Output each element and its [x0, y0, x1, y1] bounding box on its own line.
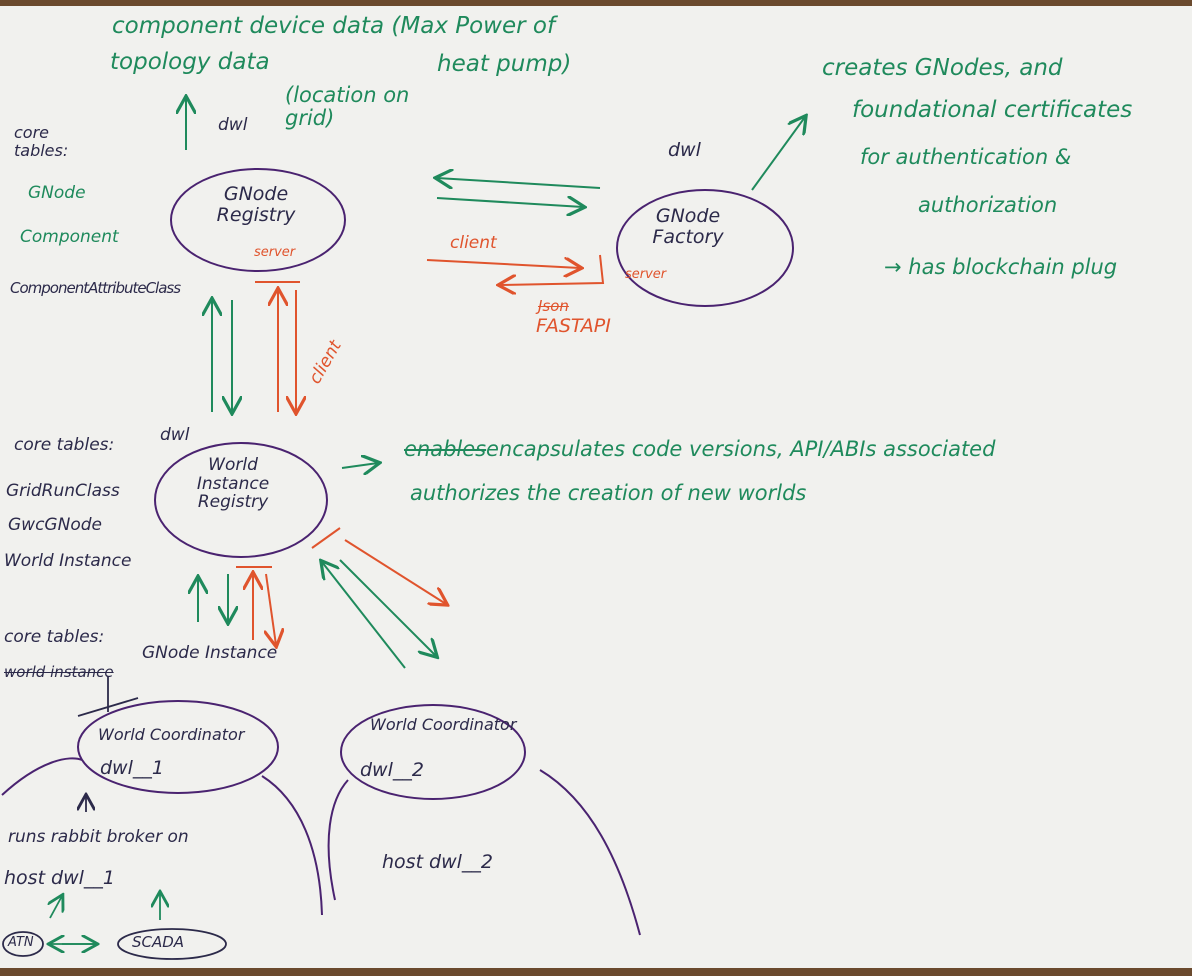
arrow-wc2-client-down [344, 539, 446, 604]
gnode-factory-name: GNode Factory [652, 205, 724, 248]
scada-node [117, 928, 227, 960]
arrow-wc2-to-wir [322, 562, 406, 669]
world-coordinator-2-node [340, 704, 526, 800]
topology-data-label: topology data [110, 49, 270, 75]
world-coordinator-1-node [77, 700, 279, 794]
arrow-wir-to-wc2 [339, 559, 436, 656]
runs-rabbit-note: runs rabbit broker on [8, 827, 189, 847]
gnode-registry-node [170, 168, 346, 272]
atn-label: ATN [8, 935, 34, 950]
registry-table-component: Component [20, 227, 119, 247]
arrow-atn-up [50, 896, 62, 919]
wir-table-grid-run-class: GridRunClass [6, 481, 120, 501]
registry-core-tables-heading: core tables: [14, 123, 69, 160]
arrow-factory-to-note [751, 117, 805, 191]
scada-label: SCADA [132, 933, 185, 951]
registry-table-component-attribute-class: ComponentAttributeClass [10, 279, 181, 297]
wir-desc-line-2: authorizes the creation of new worlds [410, 481, 807, 505]
creates-line-2: foundational certificates [852, 97, 1133, 123]
world-instance-registry-node [154, 442, 328, 558]
host-arc-dwl-1-right [261, 775, 323, 916]
dwl-registry-label: dwl [218, 115, 248, 135]
wir-core-tables-heading: core tables: [14, 435, 115, 455]
arrow-registry-to-factory [436, 198, 583, 207]
wc1-core-tables-heading: core tables: [4, 627, 105, 647]
creates-line-4: authorization [918, 193, 1058, 217]
factory-client-tag: client [450, 233, 497, 253]
arrow-wc1-to-tables [77, 676, 139, 717]
wir-table-gwc-gnode: GwcGNode [8, 515, 102, 535]
host-dwl-2-note: host dwl__2 [382, 851, 494, 873]
heat-pump-label: heat pump) [437, 51, 572, 77]
location-on-grid-label: (location on grid) [285, 83, 410, 131]
arrow-wc1-client-down [266, 573, 276, 645]
wc1-strike-word: world instance [4, 663, 114, 681]
fastapi-label: FASTAPI [536, 315, 611, 337]
red-bar-wir-2 [311, 527, 341, 549]
wir-desc-line-1: encapsulates code versions, API/ABIs ass… [486, 437, 996, 461]
component-device-data-label: component device data (Max Power of [112, 13, 556, 39]
paper-sheet [0, 6, 1192, 968]
arrow-wir-to-desc [341, 463, 378, 468]
wir-strike-word: enables [404, 437, 487, 461]
blockchain-note: → has blockchain plug [884, 255, 1118, 279]
gnode-registry-server-tag: server [254, 245, 296, 260]
dwl-wir-label: dwl [160, 425, 190, 445]
world-coordinator-1-name: World Coordinator [98, 725, 245, 744]
host-arc-dwl-2-right [539, 769, 641, 936]
wir-table-world-instance: World Instance [4, 551, 132, 571]
atn-node [2, 931, 44, 957]
creates-line-1: creates GNodes, and [822, 55, 1063, 81]
host-arc-dwl-2-left [327, 779, 349, 901]
dwl-factory-label: dwl [668, 139, 701, 161]
host-dwl-1-note: host dwl__1 [4, 867, 116, 889]
api-strike-label: Json [538, 297, 569, 315]
registry-table-gnode: GNode [28, 183, 86, 203]
wc1-table-gnode-instance: GNode Instance [142, 643, 278, 663]
world-coordinator-2-id: dwl__2 [360, 759, 424, 781]
host-arc-dwl-1 [1, 757, 83, 796]
arrow-client-request [426, 260, 580, 268]
gnode-factory-node [616, 189, 794, 307]
arrow-factory-to-registry [437, 178, 601, 189]
world-coordinator-2-name: World Coordinator [370, 715, 517, 734]
world-coordinator-1-id: dwl__1 [100, 757, 164, 779]
gnode-factory-server-tag: server [625, 267, 667, 282]
gnode-registry-name: GNode Registry [216, 183, 296, 226]
arrow-client-response [500, 254, 605, 285]
world-instance-registry-name: World Instance Registry [196, 455, 270, 513]
creates-line-3: for authentication & [860, 145, 1072, 169]
